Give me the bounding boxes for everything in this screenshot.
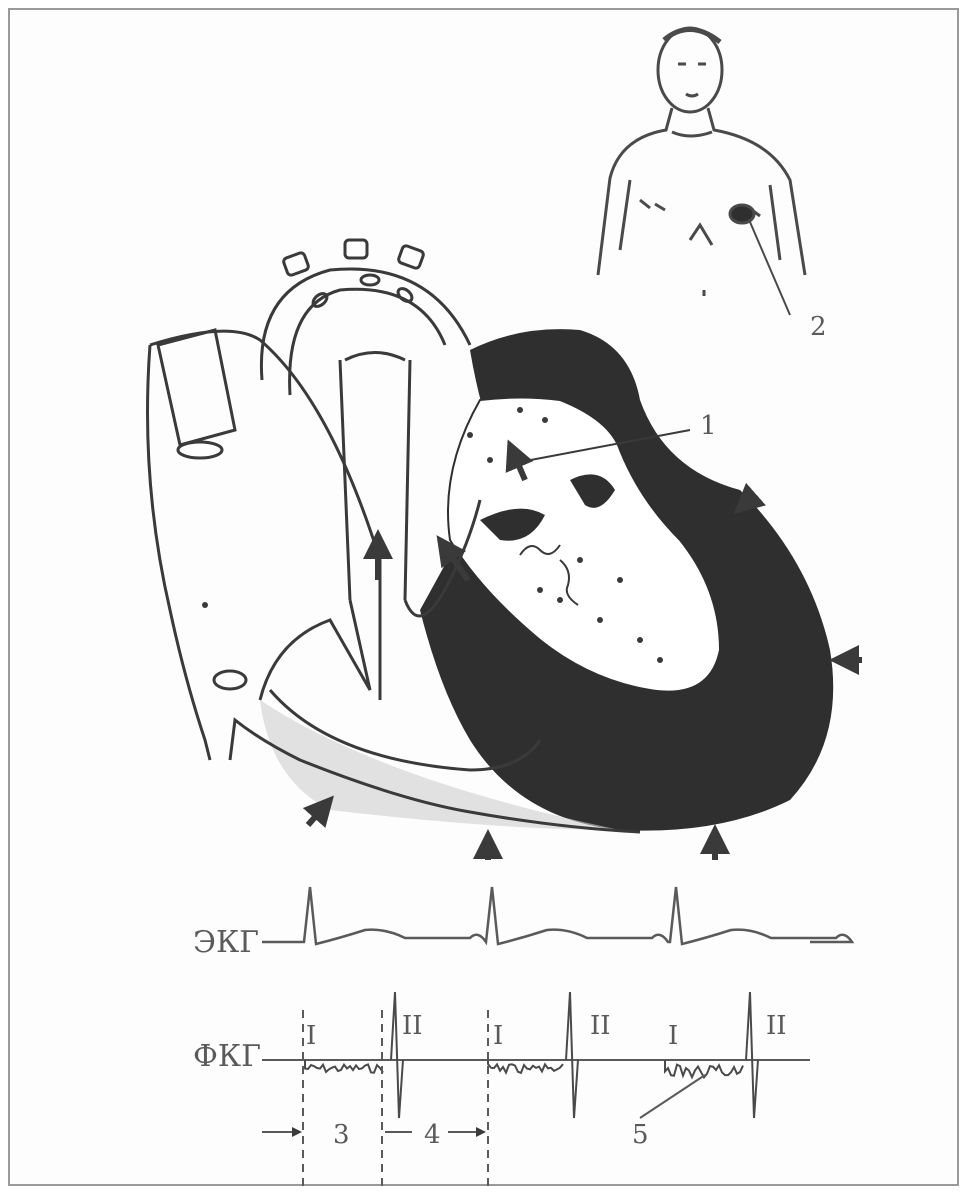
pcg-spike-3 xyxy=(746,992,758,1118)
ecg-label: ЭКГ xyxy=(193,925,259,960)
callout-5: 5 xyxy=(632,1120,649,1150)
heart-position-marker xyxy=(730,205,754,223)
pcg-burst-1 xyxy=(305,1060,383,1073)
interval-markers xyxy=(262,1010,705,1190)
sound-I-1: I xyxy=(306,1021,316,1051)
pcg-spike-2 xyxy=(566,992,578,1118)
torso-figure xyxy=(598,28,805,315)
sound-II-2: II xyxy=(590,1011,611,1041)
callout-2-leader xyxy=(750,222,790,315)
callout-5-leader xyxy=(640,1075,705,1118)
head-outline xyxy=(658,28,722,112)
ecg-trace xyxy=(262,887,852,944)
heart-illustration xyxy=(148,240,863,860)
callout-1: 1 xyxy=(700,411,717,441)
left-shoulder-arm xyxy=(598,108,672,275)
sound-II-1: II xyxy=(402,1011,423,1041)
pcg-label: ФКГ xyxy=(193,1039,261,1074)
sound-I-3: I xyxy=(668,1021,678,1051)
sound-II-3: II xyxy=(766,1011,787,1041)
pcg-trace xyxy=(262,992,810,1118)
callout-2: 2 xyxy=(810,312,827,342)
callout-4: 4 xyxy=(424,1120,441,1150)
superior-vena-cava xyxy=(158,330,235,445)
pcg-burst-2 xyxy=(488,1060,563,1073)
callout-3: 3 xyxy=(333,1120,350,1150)
right-shoulder-arm xyxy=(708,108,805,275)
sound-I-2: I xyxy=(493,1021,503,1051)
